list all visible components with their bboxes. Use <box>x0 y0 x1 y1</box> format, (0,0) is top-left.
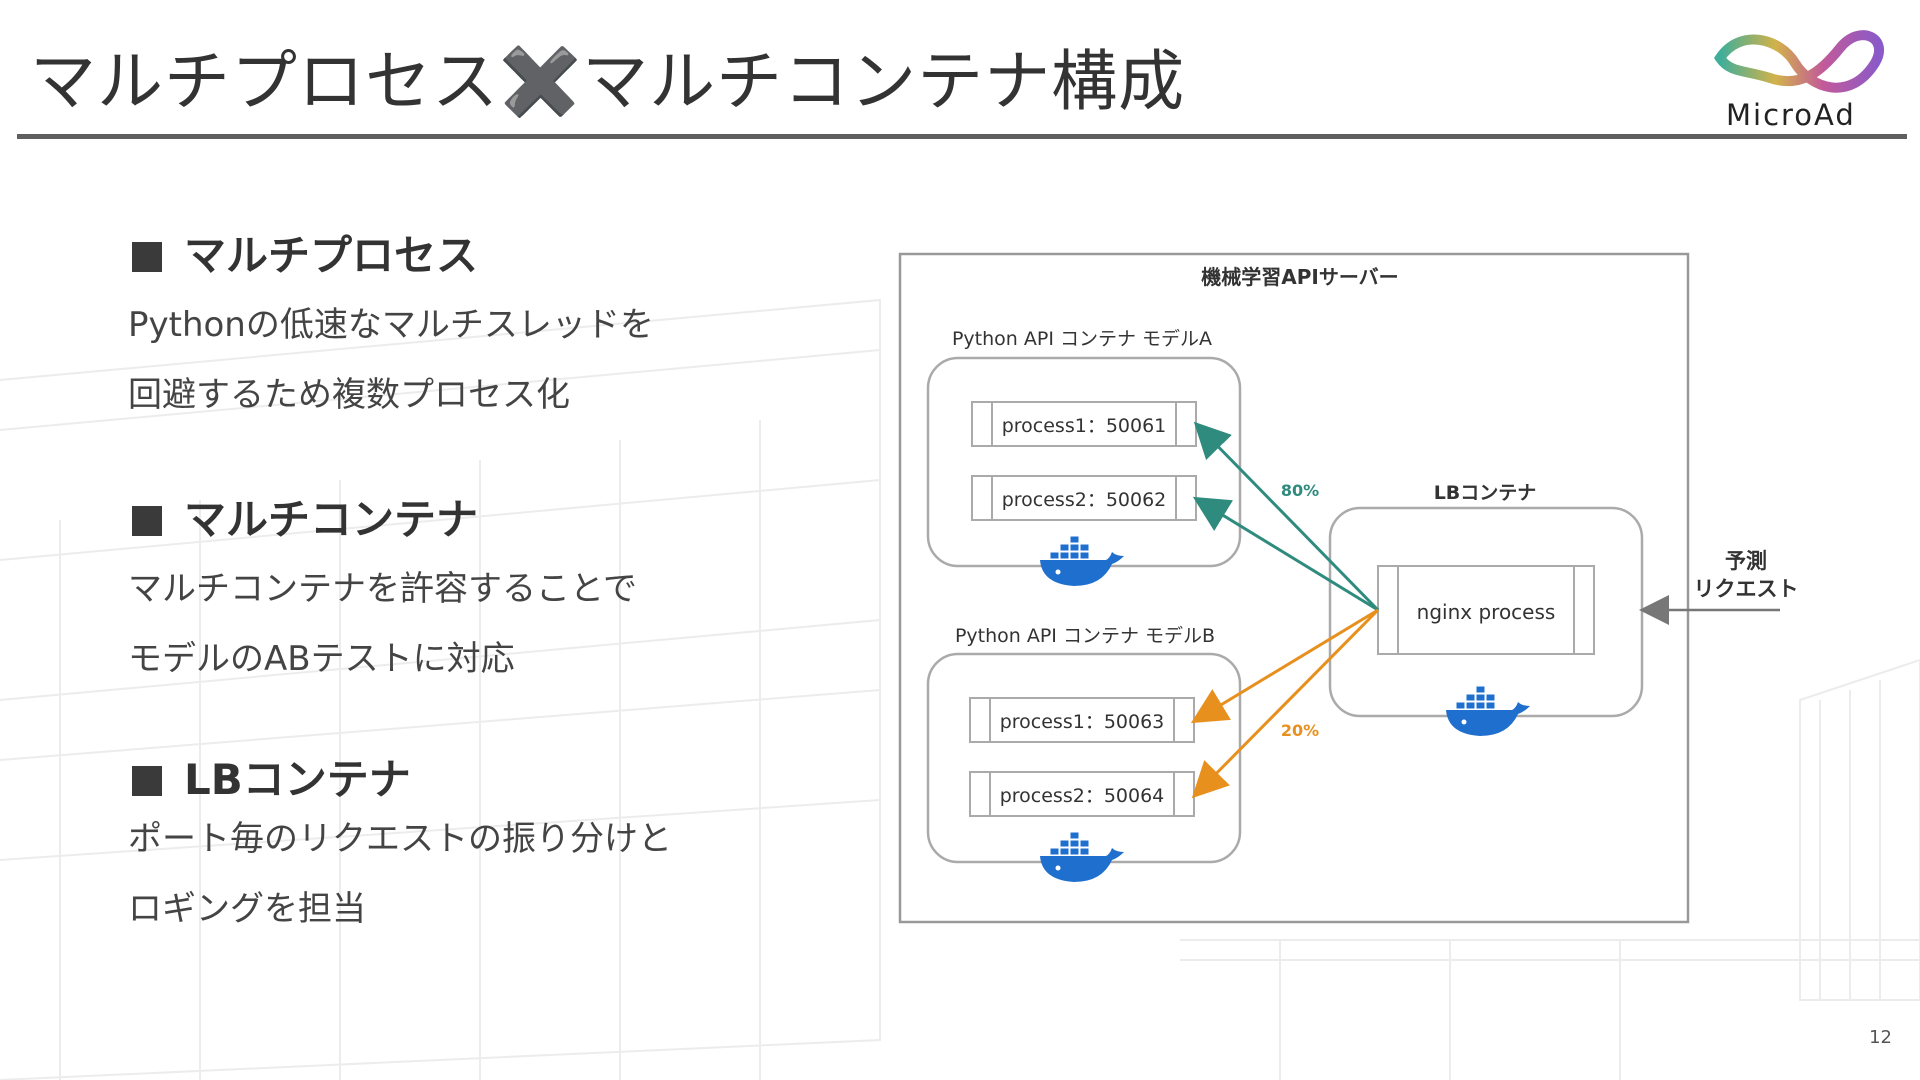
process-box: process1：50061 <box>971 401 1197 447</box>
split-b-label: 20% <box>1281 721 1319 740</box>
container-b-box <box>926 652 1242 864</box>
process-box: process1：50063 <box>969 697 1195 743</box>
body-multicontainer: マルチコンテナを許容することで モデルのABテストに対応 <box>128 554 637 694</box>
route-arrow-green <box>1193 421 1380 612</box>
process-box: process2：50062 <box>971 475 1197 521</box>
title-underline <box>17 134 1907 139</box>
container-b-label: Python API コンテナ モデルB <box>955 625 1215 647</box>
body-line: 回避するため複数プロセス化 <box>128 375 570 415</box>
architecture-diagram: 機械学習APIサーバー Python API コンテナ モデルA process… <box>898 252 1799 924</box>
bullet-square-icon <box>132 506 162 536</box>
logo-text: MicroAd <box>1726 98 1856 132</box>
server-label: 機械学習APIサーバー <box>1201 265 1398 289</box>
process-label: process1：50061 <box>1002 415 1167 437</box>
bullet-square-icon <box>132 242 162 272</box>
process-label: process2：50062 <box>1002 489 1167 511</box>
request-label-line1: 予測 <box>1725 549 1767 573</box>
route-arrow-orange <box>1191 608 1380 799</box>
process-box: process2：50064 <box>969 771 1195 817</box>
container-a-label: Python API コンテナ モデルA <box>952 328 1212 350</box>
body-line: Pythonの低速なマルチスレッドを <box>128 305 654 345</box>
body-multiprocess: Pythonの低速なマルチスレッドを 回避するため複数プロセス化 <box>128 290 654 430</box>
body-line: ポート毎のリクエストの振り分けと <box>128 819 672 859</box>
heading-lb-container: LBコンテナ <box>132 746 411 807</box>
page-number: 12 <box>1869 1027 1892 1048</box>
heading-multicontainer: マルチコンテナ <box>132 486 478 547</box>
route-arrow-green <box>1192 496 1379 612</box>
request-label-line2: リクエスト <box>1694 577 1799 601</box>
heading-multiprocess: マルチプロセス <box>132 222 478 283</box>
route-arrow-orange <box>1190 608 1379 724</box>
process-label: process2：50064 <box>1000 785 1165 807</box>
nginx-process-box: nginx process <box>1377 565 1595 655</box>
body-lb-container: ポート毎のリクエストの振り分けと ロギングを担当 <box>128 804 672 944</box>
process-label: process1：50063 <box>1000 711 1165 733</box>
split-a-label: 80% <box>1281 481 1319 500</box>
lb-label: LBコンテナ <box>1434 482 1537 504</box>
slide-title: マルチプロセス✖️マルチコンテナ構成 <box>30 43 1186 120</box>
body-line: マルチコンテナを許容することで <box>128 569 637 609</box>
container-a-box <box>926 356 1242 568</box>
microad-logo-icon <box>1713 30 1884 93</box>
body-line: モデルのABテストに対応 <box>128 639 515 679</box>
bullet-square-icon <box>132 766 162 796</box>
nginx-label: nginx process <box>1417 600 1556 624</box>
body-line: ロギングを担当 <box>128 889 366 929</box>
